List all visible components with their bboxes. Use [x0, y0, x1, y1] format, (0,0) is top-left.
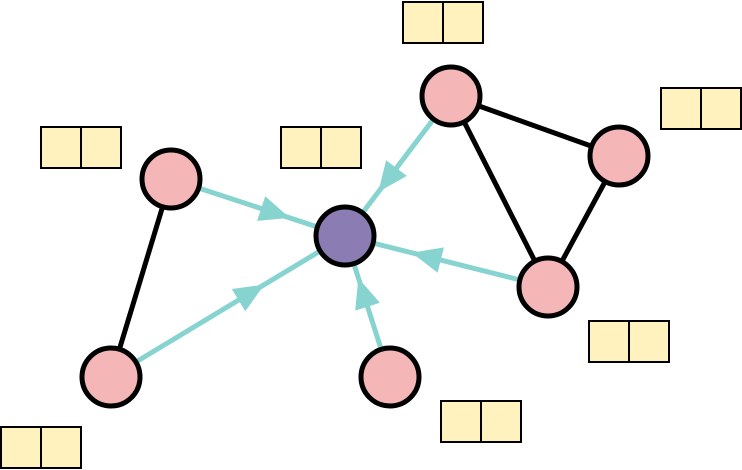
center-features — [280, 126, 362, 169]
right-node — [516, 255, 580, 319]
arrowhead-bottom-node-to-center — [355, 278, 380, 311]
top-right-node — [419, 64, 483, 128]
center-node — [313, 204, 377, 268]
arrowhead-top-right-node-to-center — [378, 160, 407, 192]
right-node-features — [588, 320, 670, 363]
far-right-node-features — [660, 87, 742, 130]
arrowhead-top-left-node-to-center — [257, 196, 290, 221]
top-left-node-features — [40, 126, 122, 169]
bottom-node-features — [440, 400, 522, 443]
bottom-left-node-features — [0, 426, 82, 469]
bottom-left-node — [79, 345, 143, 409]
arrowhead-layer — [231, 160, 444, 312]
arrowhead-bottom-left-node-to-center — [231, 284, 265, 312]
link-edge-top-right-node-right-node — [448, 93, 551, 290]
top-left-node — [139, 147, 203, 211]
bottom-node — [358, 345, 422, 409]
message-edge-right-node-to-center — [342, 233, 551, 290]
top-right-node-features — [402, 1, 484, 44]
message-edge-bottom-left-node-to-center — [108, 233, 348, 380]
far-right-node — [587, 124, 651, 188]
link-edge-top-left-node-bottom-left-node — [108, 176, 174, 380]
arrowhead-right-node-to-center — [411, 247, 444, 273]
node-layer — [79, 64, 651, 409]
